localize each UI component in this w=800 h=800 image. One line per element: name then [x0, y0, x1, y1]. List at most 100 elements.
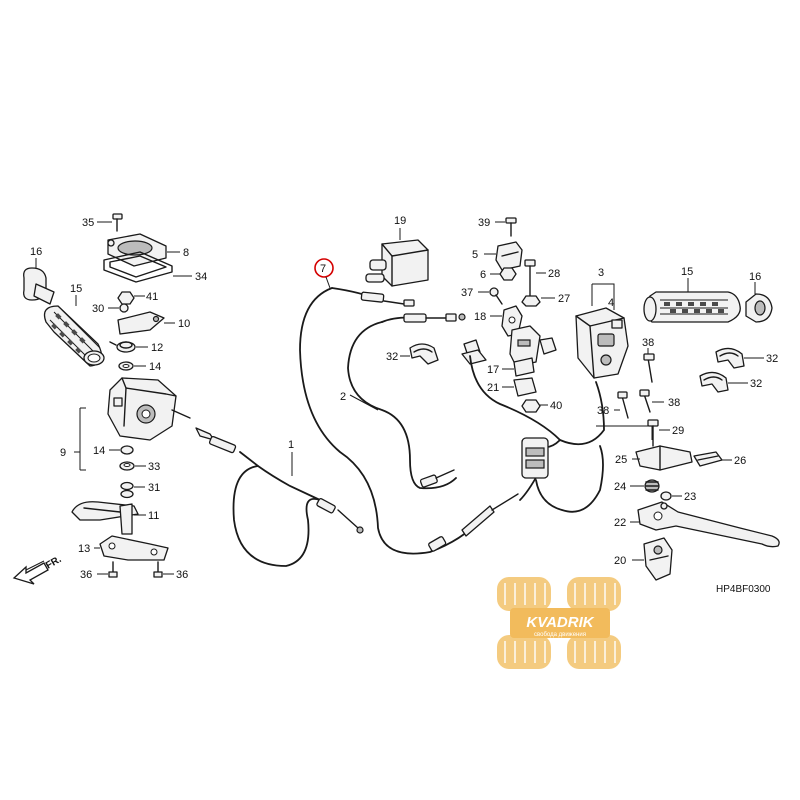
callout-31: 31 — [148, 482, 160, 494]
washer-23 — [660, 491, 672, 501]
callout-12: 12 — [151, 342, 163, 354]
grip-end-16-right — [745, 293, 773, 323]
callout-41: 41 — [146, 291, 158, 303]
callout-36-left: 36 — [80, 569, 92, 581]
cap-26 — [693, 451, 723, 467]
screw-29 — [647, 419, 659, 447]
watermark-tagline: свобода движения — [534, 632, 586, 638]
switch-body — [461, 325, 557, 367]
callout-32-right-bottom: 32 — [750, 378, 762, 390]
callout-38-top: 38 — [642, 337, 654, 349]
callout-7-highlight-ring — [314, 258, 334, 278]
switch-housing-3-4 — [575, 307, 629, 379]
callout-28: 28 — [548, 268, 560, 280]
gasket-34 — [103, 251, 173, 283]
lever-bracket-25 — [635, 445, 693, 471]
callout-8: 8 — [183, 247, 189, 259]
callout-15-right: 15 — [681, 266, 693, 278]
callout-25: 25 — [615, 454, 627, 466]
callout-16-right: 16 — [749, 271, 761, 283]
screw-39 — [505, 217, 517, 237]
screw-37 — [489, 287, 503, 305]
callout-1: 1 — [288, 439, 294, 451]
front-direction-arrow — [12, 560, 49, 585]
clamp-32-right-bottom — [699, 371, 729, 393]
bolt-38-top — [643, 353, 655, 383]
callout-13: 13 — [78, 543, 90, 555]
callout-32-right-top: 32 — [766, 353, 778, 365]
clip-21 — [513, 377, 537, 397]
switch-17 — [513, 357, 535, 377]
callout-39: 39 — [478, 217, 490, 229]
callout-9: 9 — [60, 447, 66, 459]
washer-14-lower — [120, 445, 134, 455]
callout-32-center: 32 — [386, 351, 398, 363]
screw-30 — [119, 303, 129, 313]
clamp-32-right-top — [715, 347, 745, 369]
callout-29: 29 — [672, 425, 684, 437]
washer-27 — [521, 295, 541, 307]
throttle-cable-1 — [195, 427, 364, 567]
washer-31 — [120, 481, 134, 499]
washer-33 — [119, 461, 135, 471]
direction-label: FR. — [44, 554, 64, 572]
callout-38-left: 38 — [597, 405, 609, 417]
spring-24 — [644, 479, 660, 493]
harness-connector — [521, 437, 549, 479]
grip-15-left — [43, 305, 105, 367]
nut-40 — [521, 399, 541, 413]
callout-11: 11 — [148, 510, 159, 522]
throttle-lever-11 — [71, 501, 139, 535]
callout-26: 26 — [734, 455, 746, 467]
callout-30: 30 — [92, 303, 104, 315]
cable-2 — [347, 313, 466, 490]
callout-17: 17 — [487, 364, 499, 376]
callout-21: 21 — [487, 382, 499, 394]
watermark-banner — [510, 608, 610, 638]
kvadrik-watermark: KVADRIK свобода движения — [497, 577, 621, 669]
throttle-housing-9 — [107, 377, 191, 441]
callout-16-left: 16 — [30, 246, 42, 258]
callout-3: 3 — [598, 267, 604, 279]
callout-10: 10 — [178, 318, 190, 330]
bolt-38-mid — [639, 389, 651, 413]
callout-34: 34 — [195, 271, 207, 283]
callout-14-upper: 14 — [149, 361, 161, 373]
callout-36-right: 36 — [176, 569, 188, 581]
washer-14-upper — [118, 361, 134, 371]
callout-37: 37 — [461, 287, 473, 299]
callout-15-left: 15 — [70, 283, 82, 295]
callout-19: 19 — [394, 215, 406, 227]
grip-end-16-left — [23, 267, 55, 305]
callout-23: 23 — [684, 491, 696, 503]
callout-38-mid: 38 — [668, 397, 680, 409]
spring-12 — [109, 341, 136, 353]
bracket-10 — [117, 311, 165, 335]
callout-22: 22 — [614, 517, 626, 529]
nut-6 — [499, 267, 517, 281]
bracket-5 — [495, 241, 523, 271]
plate-13 — [99, 535, 169, 561]
relay-19 — [365, 239, 429, 287]
throttle-cover-8 — [107, 233, 167, 267]
callout-27: 27 — [558, 293, 570, 305]
diagram-code: HP4BF0300 — [716, 584, 771, 595]
screw-36-right — [153, 561, 163, 578]
grip-15-right — [643, 291, 741, 323]
callout-20: 20 — [614, 555, 626, 567]
cable-7 — [299, 287, 519, 555]
screw-35 — [112, 213, 123, 232]
watermark-brand: KVADRIK — [526, 614, 594, 631]
wire-harness — [469, 355, 605, 513]
nut-41 — [117, 291, 135, 305]
callout-24: 24 — [614, 481, 626, 493]
clamp-32-center — [409, 343, 439, 365]
screw-36-left — [108, 561, 118, 578]
callout-7: 7 — [320, 263, 326, 275]
bolt-38-left — [617, 391, 629, 419]
brake-lever-22 — [637, 501, 780, 548]
callout-33: 33 — [148, 461, 160, 473]
holder-20 — [643, 537, 673, 581]
bolt-28 — [524, 259, 536, 297]
